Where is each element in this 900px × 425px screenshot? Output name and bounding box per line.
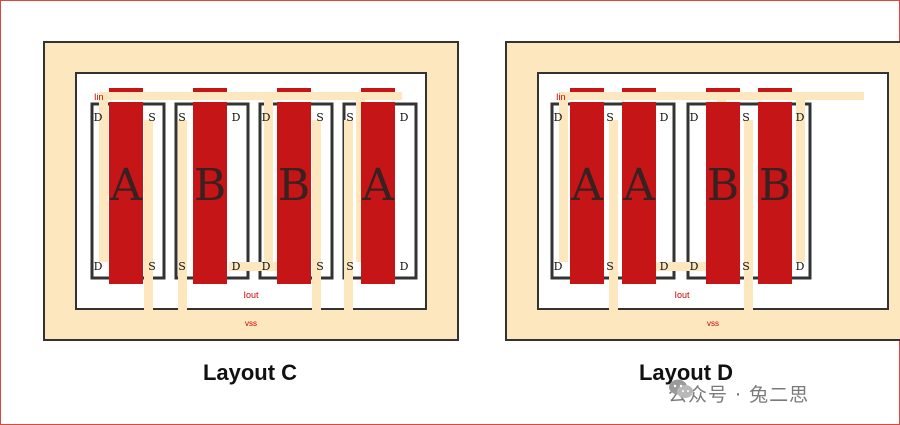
- terminal-label: S: [606, 260, 614, 273]
- input-label: Iin: [94, 92, 104, 102]
- metal-strap: [356, 92, 365, 262]
- supply-strap: [744, 120, 753, 310]
- terminal-label: D: [232, 260, 241, 273]
- supply-label: vss: [245, 319, 257, 328]
- terminal-label: S: [742, 111, 750, 124]
- terminal-label: D: [94, 260, 103, 273]
- caption-layout-d: Layout D: [638, 360, 734, 385]
- metal-strap: [796, 92, 805, 262]
- gate-contact: [109, 88, 143, 92]
- supply-label: vss: [707, 319, 719, 328]
- terminal-label: D: [796, 260, 805, 273]
- output-strap: [229, 262, 289, 271]
- terminal-label: S: [178, 111, 186, 124]
- supply-strap: [178, 120, 187, 310]
- input-label: Iin: [556, 92, 566, 102]
- metal-strap: [559, 92, 568, 262]
- terminal-label: S: [316, 111, 324, 124]
- output-strap: [656, 262, 716, 271]
- gate-letter: B: [194, 160, 226, 211]
- input-bus: [102, 92, 402, 100]
- metal-strap: [436, 92, 445, 262]
- terminal-label: D: [262, 260, 271, 273]
- gate-letter: A: [622, 160, 656, 211]
- terminal-label: D: [796, 111, 805, 124]
- terminal-label: D: [94, 111, 103, 124]
- terminal-label: D: [660, 111, 669, 124]
- supply-strap: [312, 120, 321, 310]
- gate-contact: [193, 88, 227, 92]
- gate-contact: [622, 88, 656, 92]
- terminal-label: S: [346, 111, 354, 124]
- terminal-label: D: [232, 111, 241, 124]
- gate-a: [361, 102, 395, 284]
- gate-contact: [277, 88, 311, 92]
- watermark: 公众号 · 兔二思: [668, 378, 809, 408]
- gate-contact: [570, 88, 604, 92]
- gate-contact: [706, 88, 740, 92]
- terminal-label: D: [554, 111, 563, 124]
- terminal-label: S: [148, 111, 156, 124]
- gate-a: [570, 102, 604, 284]
- supply-strap: [609, 120, 618, 310]
- terminal-label: D: [400, 260, 409, 273]
- supply-strap: [144, 120, 153, 310]
- gate-b: [758, 102, 792, 284]
- gate-a: [622, 102, 656, 284]
- metal-strap: [264, 92, 273, 262]
- gate-a: [109, 102, 143, 284]
- terminal-label: S: [316, 260, 324, 273]
- output-label: Iout: [674, 290, 690, 300]
- terminal-label: S: [148, 260, 156, 273]
- metal-strap: [99, 92, 108, 262]
- terminal-label: D: [554, 260, 563, 273]
- caption-layout-c: Layout C: [202, 360, 298, 385]
- terminal-label: D: [690, 260, 699, 273]
- gate-contact: [361, 88, 395, 92]
- terminal-label: D: [690, 111, 699, 124]
- gate-letter: A: [109, 160, 143, 211]
- terminal-label: D: [400, 111, 409, 124]
- input-bus: [564, 92, 864, 100]
- gate-b: [193, 102, 227, 284]
- terminal-label: S: [346, 260, 354, 273]
- terminal-label: S: [178, 260, 186, 273]
- output-label: Iout: [243, 290, 259, 300]
- gate-letter: B: [759, 160, 791, 211]
- gate-letter: B: [707, 160, 739, 211]
- gate-letter: A: [361, 160, 395, 211]
- gate-b: [277, 102, 311, 284]
- terminal-label: S: [606, 111, 614, 124]
- gate-contact: [758, 88, 792, 92]
- terminal-label: S: [742, 260, 750, 273]
- wechat-icon: [669, 379, 693, 398]
- terminal-label: D: [660, 260, 669, 273]
- gate-b: [706, 102, 740, 284]
- watermark-text: 公众号 · 兔二思: [668, 383, 810, 406]
- terminal-label: D: [262, 111, 271, 124]
- supply-strap: [344, 120, 353, 310]
- gate-letter: A: [570, 160, 604, 211]
- gate-letter: B: [278, 160, 310, 211]
